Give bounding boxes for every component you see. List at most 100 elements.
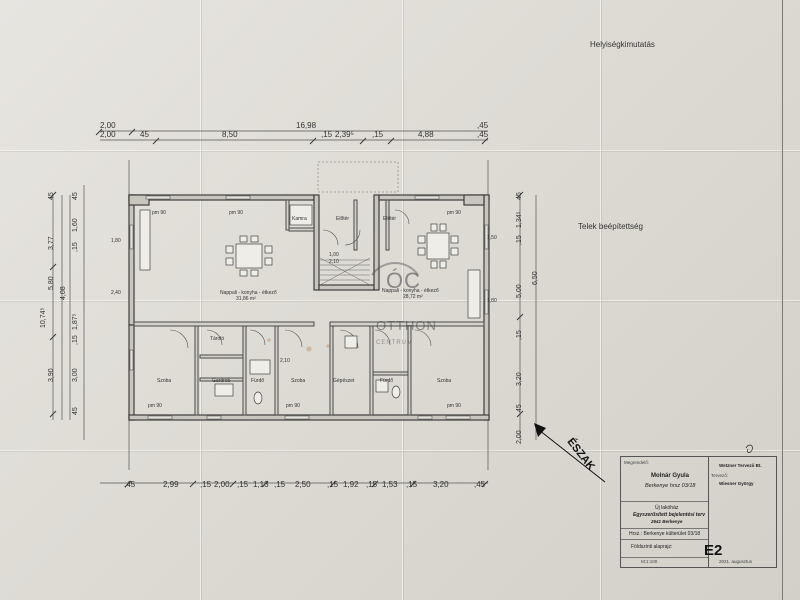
dim-text: 2,39⁵ (335, 130, 354, 139)
dim-text: ,45 (474, 480, 486, 489)
dim-text: ,15 (200, 480, 212, 489)
dim-text: 45 (48, 192, 55, 200)
dim-text: ,15 (274, 480, 286, 489)
opening-label: 2,10 (329, 259, 339, 265)
room-label-gepeszet: Gépészet (333, 378, 355, 384)
dim-text: 45 (72, 192, 79, 200)
dim-text: 1,92 (343, 480, 359, 489)
dim-text: 3,20 (433, 480, 449, 489)
watermark-monogram: ÓC (386, 268, 421, 293)
dim-text: 3,77 (48, 236, 55, 250)
room-label-kamra: Kamra (292, 216, 307, 222)
designer-label: Tervező: (711, 473, 729, 478)
scale: M:1:100 (641, 559, 658, 564)
room-schedule-title: Helyiségkimutatás (590, 40, 655, 49)
windows (129, 195, 489, 420)
dim-text: 1,60 (72, 218, 79, 232)
dim-text: ,15 (516, 235, 523, 245)
dim-text: ,45 (124, 480, 136, 489)
room-label-gardrob: Gardrób (212, 378, 231, 384)
dim-text: 3,90 (48, 368, 55, 382)
dim-text: 45 (140, 130, 149, 139)
dim-text: 8,50 (222, 130, 238, 139)
north-arrow (534, 423, 606, 483)
sheet-border (782, 0, 783, 600)
opening-label: pm 90 (148, 403, 162, 409)
dim-text: 3,00 (72, 368, 79, 382)
dim-text: 45 (516, 404, 523, 412)
opening-label: pm 90 (229, 210, 243, 216)
paper-fold (0, 300, 800, 301)
opening-label: pm 90 (152, 210, 166, 216)
owner-address: Berkenye hrsz 03/18 (645, 483, 696, 489)
room-area-nappali-left: 31,86 m² (236, 296, 256, 302)
watermark-sub: CENTRUM (376, 340, 413, 346)
designer-person: Wiesner György (719, 481, 754, 486)
dim-text: 4,08 (60, 286, 67, 300)
dim-text: ,15 (327, 480, 339, 489)
opening-label: pm 90 (447, 210, 461, 216)
dim-text: 5,80 (48, 276, 55, 290)
door-swings (169, 209, 432, 349)
project-name: Új lakóház (655, 505, 679, 511)
dimension-ticks (49, 128, 524, 488)
room-label-eloter-right: Előtér (383, 216, 397, 222)
dim-text: 1,53 (382, 480, 398, 489)
room-label-szoba-left: Szoba (157, 378, 172, 384)
dim-text: 2,00 (214, 480, 230, 489)
title-block-side: Wetzner Tervező Bt. Tervező: Wiesner Gyö… (708, 456, 777, 568)
opening-label: 2,10 (280, 358, 290, 364)
dim-text: ,15 (321, 130, 333, 139)
ramp-hatch (317, 161, 399, 286)
dim-text: 45 (516, 192, 523, 200)
paper-fold (0, 150, 800, 151)
opening-label: 2,40 (111, 290, 121, 296)
dim-text: 2,99 (163, 480, 179, 489)
dim-text: 45 (72, 407, 79, 415)
paper-stains (267, 338, 330, 352)
dim-text: 2,50 (295, 480, 311, 489)
dim-text: 1,13 (253, 480, 269, 489)
dim-text: 2,00 (100, 121, 116, 130)
furniture (139, 204, 481, 405)
room-label-furdo-right: Fürdő (380, 378, 394, 384)
opening-label: 1,80 (111, 238, 121, 244)
watermark-brand: OTTHON (376, 318, 437, 333)
dim-text: ,15 (516, 330, 523, 340)
dim-text: ,45 (477, 121, 489, 130)
dim-text: 2,00 (100, 130, 116, 139)
room-area-nappali-right: 28,72 m² (403, 294, 423, 300)
dimension-lines (52, 130, 537, 484)
room-label-szoba-mid: Szoba (291, 378, 306, 384)
dim-text: 10,74⁵ (40, 307, 47, 328)
title-block: Megrendelő: Molnár Gyula Berkenye hrsz 0… (620, 456, 777, 568)
room-label-nappali-left: Nappali - konyha - étkező (220, 290, 277, 296)
postcode: 2641 Berkenye (651, 519, 683, 524)
dim-text: 5,00 (516, 284, 523, 298)
dim-text: 1,87⁵ (72, 313, 79, 330)
title-block-main: Megrendelő: Molnár Gyula Berkenye hrsz 0… (620, 456, 709, 568)
watermark-logo (371, 262, 419, 276)
room-label-furdo-left: Fürdő (251, 378, 265, 384)
opening-label: 1,50 (487, 235, 497, 241)
room-label-eloter-left: Előtér (336, 216, 350, 222)
dim-text: 16,98 (296, 121, 317, 130)
room-label-szoba-right: Szoba (437, 378, 452, 384)
dim-text: 3,20 (516, 372, 523, 386)
opening-label: pm 90 (447, 403, 461, 409)
plan-type: Egyszerűsített bejelentési terv (633, 512, 705, 518)
designer-signature (745, 444, 753, 453)
dim-text: ,15 (72, 242, 79, 252)
plan-date: 2021. augusztus (719, 559, 753, 564)
dim-text: 2,00 (516, 430, 523, 444)
site-coverage-title: Telek beépítettség (578, 222, 643, 231)
paper-fold (0, 450, 800, 451)
opening-label: 1,80 (487, 298, 497, 304)
dim-text: 4,88 (418, 130, 434, 139)
title-block-row-divider (621, 539, 709, 540)
dim-text: ,15 (237, 480, 249, 489)
dim-text: 6,50 (532, 271, 539, 285)
dim-text: ,15 (72, 335, 79, 345)
